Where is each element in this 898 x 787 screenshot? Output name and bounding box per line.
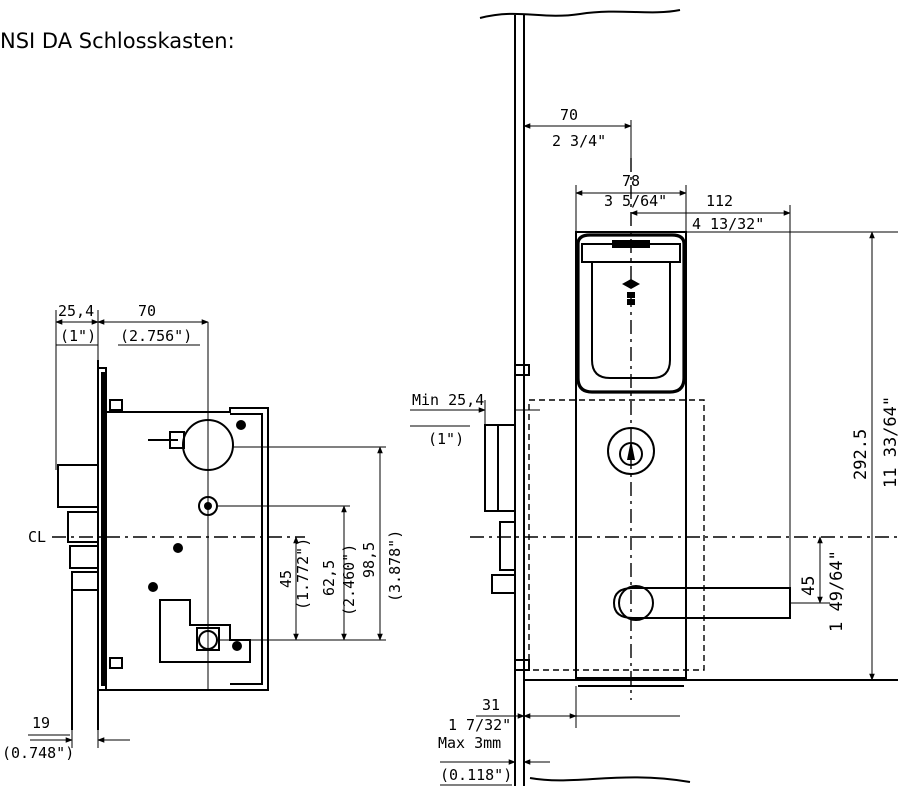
dim-2-460-label: (2.460") [340,544,358,616]
dim-62-5-label: 62,5 [320,560,338,596]
door-dim-1in-label: (1") [428,430,464,448]
dim-98-5-label: 98,5 [360,542,378,578]
door-dim-1-49-64-label: 1 49/64" [827,550,847,632]
page-title: NSI DA Schlosskasten: [0,29,235,53]
door-dimension-lines [410,120,898,765]
door-dim-min-25-4-label: Min 25,4 [412,391,484,409]
door-dim-4-13-32-label: 4 13/32" [692,215,764,233]
dim-25-4-label: 25,4 [58,302,94,320]
door-dim-3-5-64-label: 3 5/64" [604,192,667,210]
door-dim-11-33-64-label: 11 33/64" [881,396,898,488]
door-dim-45-label: 45 [799,576,819,596]
door-front-drawing [470,9,898,786]
dim-0-748-label: (0.748") [2,744,74,762]
door-dim-70-label: 70 [560,106,578,124]
dim-45-label: 45 [277,570,295,588]
door-dim-0-118-label: (0.118") [440,766,512,784]
door-dim-31-label: 31 [482,696,500,714]
door-max-3mm-label: Max 3mm [438,734,501,752]
dim-19-label: 19 [32,714,50,732]
door-dim-112-label: 112 [706,192,733,210]
dim-1in-label: (1") [60,327,96,345]
cl-label: CL [28,528,46,546]
lock-case-drawing: CL [28,310,386,748]
door-dim-1-7-32-label: 1 7/32" [448,716,511,734]
door-dim-2-3-4-label: 2 3/4" [552,132,606,150]
door-dim-78-label: 78 [622,172,640,190]
door-dim-292-5-label: 292.5 [851,429,871,480]
dim-3-878-label: (3.878") [386,530,404,602]
dim-70-label: 70 [138,302,156,320]
dim-2-756-label: (2.756") [120,327,192,345]
dim-1-772-label: (1.772") [294,538,312,610]
